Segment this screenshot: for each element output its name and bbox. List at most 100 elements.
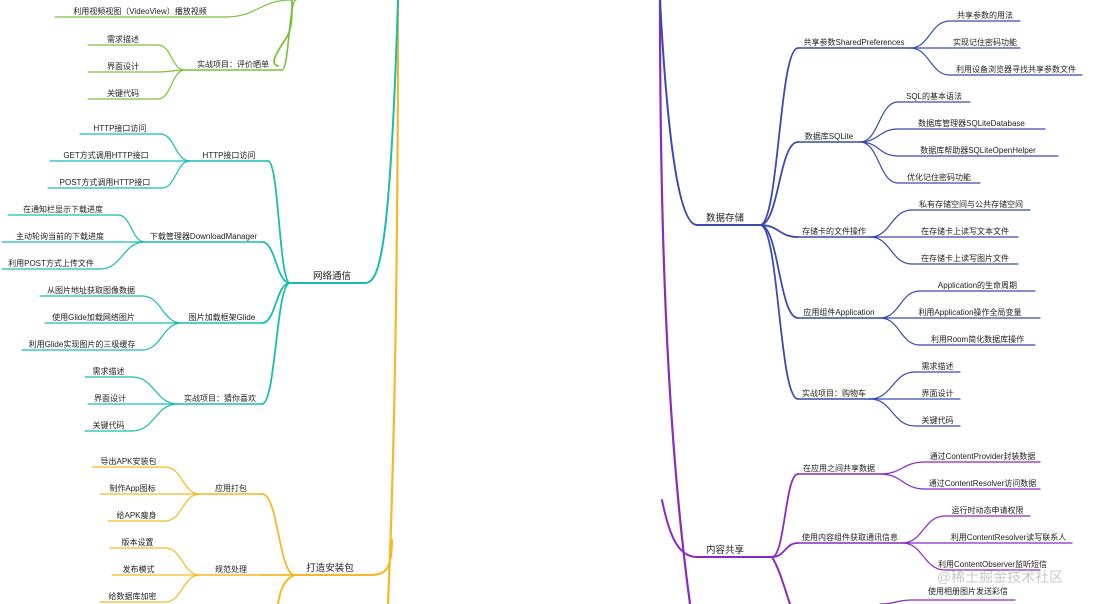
- trunk-right: [658, 0, 692, 604]
- leaf-label: SQL的基本语法: [906, 91, 962, 101]
- connector-line: [879, 290, 921, 319]
- leaf-label: 使用相册图片发送彩信: [928, 586, 1008, 596]
- connector-line: [164, 547, 201, 576]
- leaf-label: 利用Application操作全局变量: [918, 307, 1021, 317]
- connector-line: [281, 0, 297, 71]
- group-label: 在应用之间共享数据: [803, 463, 875, 473]
- connector-line: [267, 160, 291, 284]
- connector-line: [869, 371, 916, 400]
- connector-line: [261, 282, 291, 324]
- branch-label: 内容共享: [706, 544, 744, 556]
- connector-line: [261, 282, 291, 405]
- connector-line: [771, 473, 799, 558]
- leaf-label: 利用POST方式上传文件: [8, 258, 94, 268]
- leaf-label: 私有存储空间与公共存储空间: [919, 199, 1023, 209]
- leaf-label: 利用视频视图（VideoView）播放视频: [73, 6, 207, 16]
- leaf-label: 实现记住密码功能: [953, 37, 1017, 47]
- connector-line: [131, 403, 179, 432]
- leaf-label: 界面设计: [107, 61, 139, 71]
- group-label: 图片加载框架Glide: [189, 312, 256, 322]
- connector-line: [759, 224, 799, 319]
- leaf-label: 导出APK安装包: [100, 456, 156, 466]
- connector-line: [277, 574, 296, 604]
- leaf-label: 界面设计: [922, 388, 954, 398]
- connector-line: [369, 539, 393, 576]
- leaf-label: 给数据库加密: [109, 591, 157, 601]
- connector-line: [157, 69, 186, 100]
- connector-line: [161, 160, 191, 189]
- connector-line: [661, 499, 698, 558]
- connector-line: [901, 515, 946, 544]
- leaf-label: 从图片地址获取图像数据: [47, 285, 135, 295]
- connector-line: [164, 466, 201, 495]
- connector-line: [261, 493, 296, 576]
- connector-line: [859, 141, 899, 184]
- branch-label: 数据存储: [706, 212, 745, 224]
- connector-line: [909, 47, 951, 76]
- connector-line: [901, 542, 946, 571]
- leaf-label: 利用ContentResolver读写联系人: [951, 532, 1067, 542]
- connector-line: [909, 20, 951, 49]
- branch-label: 网络通信: [313, 270, 351, 282]
- leaf-label: 通过ContentProvider封装数据: [930, 451, 1036, 461]
- leaf-label: 利用设备浏览器寻找共享参数文件: [956, 64, 1076, 74]
- connector-line: [869, 209, 913, 238]
- leaf-label: 界面设计: [94, 393, 126, 403]
- connector-line: [164, 493, 201, 522]
- leaf-label: HTTP接口访问: [94, 123, 147, 133]
- trunk-left: [386, 0, 400, 604]
- group-label: 实战项目：购物车: [802, 388, 866, 398]
- leaf-label: 关键代码: [922, 415, 954, 425]
- leaf-label: 共享参数的用法: [957, 10, 1013, 20]
- connector-line: [771, 556, 791, 604]
- leaf-label: 使用Glide加载网络图片: [52, 312, 135, 322]
- connector-line: [164, 574, 201, 603]
- group-label: 数据库SQLite: [805, 131, 854, 141]
- connector-line: [141, 295, 183, 324]
- connector-line: [879, 317, 921, 346]
- group-label: 应用打包: [215, 483, 247, 493]
- leaf-label: 发布模式: [123, 564, 155, 574]
- group-label: 下载管理器DownloadManager: [150, 231, 257, 241]
- connector-line: [117, 214, 146, 243]
- connector-line: [759, 224, 799, 238]
- connector-line: [141, 322, 183, 351]
- group-label: 规范处理: [215, 564, 247, 574]
- connector-line: [859, 128, 899, 143]
- leaf-label: 关键代码: [107, 88, 139, 98]
- leaf-label: Application的生命周期: [938, 280, 1017, 290]
- leaf-label: 给APK瘦身: [116, 510, 156, 520]
- connector-line: [759, 141, 799, 226]
- connector-line: [879, 599, 913, 604]
- connector-line: [859, 101, 899, 143]
- watermark-text: @稀土掘金技术社区: [937, 569, 1063, 585]
- connector-line: [261, 241, 291, 284]
- leaf-label: 利用Glide实现图片的三级缓存: [29, 339, 136, 349]
- group-label: 存储卡的文件操作: [802, 226, 866, 236]
- connector-line: [159, 133, 191, 162]
- group-label: 实战项目：猜你喜欢: [184, 393, 256, 403]
- connector-line: [659, 0, 698, 226]
- connector-line: [879, 473, 926, 490]
- leaf-label: 通过ContentResolver访问数据: [929, 478, 1037, 488]
- connector-line: [157, 44, 186, 71]
- leaf-label: 需求描述: [922, 361, 954, 371]
- leaf-label: 优化记住密码功能: [907, 172, 971, 182]
- leaf-label: 数据库帮助器SQLiteOpenHelper: [920, 145, 1036, 155]
- connector-line: [224, 0, 293, 18]
- leaf-label: 关键代码: [93, 420, 125, 430]
- connector-line: [771, 542, 799, 558]
- connector-line: [131, 376, 179, 405]
- leaf-label: 在存储卡上读写图片文件: [921, 253, 1009, 263]
- leaf-label: 运行时动态申请权限: [952, 505, 1024, 515]
- leaf-label: 利用Room简化数据库操作: [931, 334, 1024, 344]
- leaf-label: 利用ContentObserver监听短信: [938, 559, 1047, 569]
- connector-line: [364, 0, 399, 284]
- leaf-label: 在存储卡上读写文本文件: [921, 226, 1009, 236]
- leaf-label: 制作App图标: [109, 483, 155, 493]
- group-label: 应用组件Application: [803, 307, 874, 317]
- leaf-label: 在通知栏显示下载进度: [23, 204, 103, 214]
- branch-label: 打造安装包: [306, 562, 354, 574]
